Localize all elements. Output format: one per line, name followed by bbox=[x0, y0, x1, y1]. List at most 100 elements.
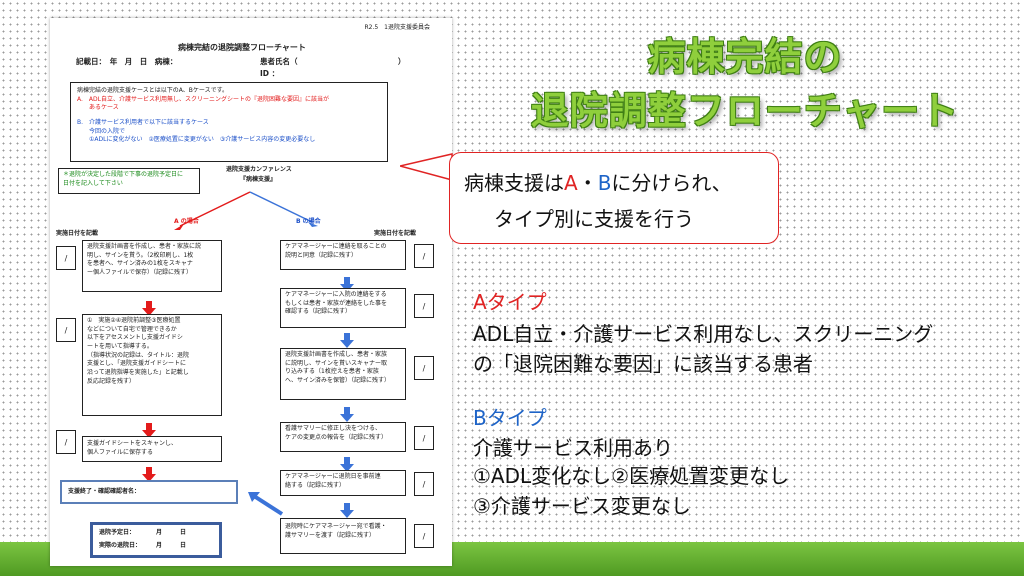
arrow-down-icon bbox=[340, 503, 354, 518]
case-b-label: B の場合 bbox=[296, 218, 321, 225]
callout-line2: タイプ別に支援を行う bbox=[494, 207, 694, 231]
a-step-2-line: ートを用いて指導する。 bbox=[87, 343, 153, 351]
a-step-2-line: 沿って退院指導を実施した」と記載し bbox=[87, 369, 189, 377]
branch-arrows bbox=[174, 191, 318, 230]
type-b-heading: Bタイプ bbox=[473, 406, 547, 430]
impl-date-label-right: 実施日付を記載 bbox=[374, 230, 417, 237]
intro-text: 病棟完結の退院支援ケースとは以下のA、Bケースです。 bbox=[77, 87, 229, 94]
a-step-1-line: 明し、サインを貰う。（2枚印刷し、1枚 bbox=[87, 251, 194, 259]
checkbox-a2[interactable]: / bbox=[56, 318, 76, 342]
slide-title-line1: 病棟完結の bbox=[647, 35, 843, 79]
a-step-3-line: 支援ガイドシートをスキャンし、 bbox=[87, 440, 178, 447]
callout-text: 病棟支援は bbox=[464, 171, 564, 195]
a-step-2-line: などについて自宅で管理できるか bbox=[87, 325, 177, 333]
arrow-left-up-icon bbox=[248, 492, 284, 516]
type-b-line3: ③介護サービス変更なし bbox=[473, 494, 691, 518]
b-step-3: 退院支援計画書を作成し、患者・家族 に説明し、サインを貰いスキャナー取 り込みす… bbox=[280, 348, 406, 400]
case-b-text-3: ①ADLに変化がない ②医療処置に変更がない ③介護サービス内容の変更必要なし bbox=[89, 136, 316, 144]
callout-text: に分けられ、 bbox=[611, 171, 732, 195]
a-step-1: 退院支援計画書を作成し、患者・家族に説 明し、サインを貰う。（2枚印刷し、1枚 … bbox=[82, 240, 222, 292]
b-step-4-line: ケアの変更点の報告を（記録に残す） bbox=[285, 433, 388, 441]
type-b-line1: 介護サービス利用あり bbox=[473, 436, 673, 460]
a-step-1-line: 退院支援計画書を作成し、患者・家族に説 bbox=[87, 243, 202, 250]
arrow-down-icon bbox=[340, 407, 354, 422]
arrow-down-icon bbox=[142, 423, 156, 438]
case-a-label: A の場合 bbox=[174, 218, 199, 225]
green-note-2: 日付を記入して下さい bbox=[63, 179, 123, 187]
type-a-line2: の「退院困難な要因」に該当する患者 bbox=[473, 352, 813, 376]
a-step-2: ① 実施②④退院前調整③医療処置 などについて自宅で管理できるか 以下をアセスメ… bbox=[82, 314, 222, 416]
green-note-box: ＊退院が決定した段階で下事の退院予定日に 日付を記入して下さい bbox=[58, 168, 200, 194]
callout-b: B bbox=[597, 171, 612, 195]
b-step-3-line: 退院支援計画書を作成し、患者・家族 bbox=[285, 351, 388, 358]
doc-date-label: 記載日： 年 月 日 病棟： bbox=[76, 57, 178, 66]
checkbox-b3[interactable]: / bbox=[414, 356, 434, 380]
b-step-4: 看護サマリーに修正し決をつける、 ケアの変更点の報告を（記録に残す） bbox=[280, 422, 406, 452]
a-step-3-line: 個人ファイルに保存する bbox=[87, 448, 154, 456]
doc-title: 病棟完結の退院調整フローチャート bbox=[178, 43, 306, 52]
type-a-line1: ADL自立・介護サービス利用なし、スクリーニング bbox=[473, 322, 934, 346]
checkbox-b2[interactable]: / bbox=[414, 294, 434, 318]
callout-dot: ・ bbox=[577, 171, 598, 195]
b-step-6: 退院時にケアマネージャー宛で看護・ 護サマリーを渡す（記録に残す） bbox=[280, 518, 406, 554]
impl-date-label-left: 実施日付を記載 bbox=[56, 230, 99, 237]
doc-header-right: R2.5 1退院支援委員会 bbox=[364, 24, 430, 31]
type-a-heading: Aタイプ bbox=[473, 290, 547, 314]
checkbox-b6[interactable]: / bbox=[414, 524, 434, 548]
doc-patient-close: ） bbox=[398, 57, 406, 66]
a-step-2-line: 以下をアセスメントし支援ガイドシ bbox=[87, 334, 183, 342]
doc-id-label: ID ： bbox=[260, 69, 280, 78]
support-end-box: 支援終了・確認確認者名： bbox=[60, 480, 238, 504]
doc-patient-label: 患者氏名（ bbox=[260, 57, 298, 66]
flowchart-document: R2.5 1退院支援委員会 病棟完結の退院調整フローチャート 記載日： 年 月 … bbox=[50, 18, 452, 566]
arrow-down-icon bbox=[142, 301, 156, 316]
slide-title-line2: 退院調整フローチャート bbox=[530, 89, 960, 133]
discharge-date-box: 退院予定日： 月 日 実際の退院日： 月 日 bbox=[90, 522, 222, 558]
b-step-6-line: 退院時にケアマネージャー宛で看護・ bbox=[285, 523, 387, 530]
callout-a: A bbox=[564, 171, 578, 195]
checkbox-a3[interactable]: / bbox=[56, 430, 76, 454]
b-step-2-line: もしくは患者・家族が連絡をした事を bbox=[285, 299, 388, 307]
b-step-1-line: 説明と同意（記録に残す） bbox=[285, 251, 358, 259]
arrow-down-icon bbox=[340, 333, 354, 348]
a-step-3: 支援ガイドシートをスキャンし、 個人ファイルに保存する bbox=[82, 436, 222, 462]
checkbox-b1[interactable]: / bbox=[414, 244, 434, 268]
green-note-1: ＊退院が決定した段階で下事の退院予定日に bbox=[63, 171, 184, 178]
b-step-2-line: 確認する（記録に残す） bbox=[285, 308, 352, 316]
b-step-6-line: 護サマリーを渡す（記録に残す） bbox=[285, 531, 376, 539]
arrow-down-icon bbox=[142, 467, 156, 482]
a-step-2-line: 反応記録を残す） bbox=[87, 377, 136, 385]
arrow-down-icon bbox=[340, 457, 354, 472]
checkbox-b5[interactable]: / bbox=[414, 472, 434, 496]
b-step-1-line: ケアマネージャーに連絡を取ることの bbox=[285, 243, 387, 250]
a-step-1-line: を患者へ、サイン済みの1枚をスキャナ bbox=[87, 260, 193, 268]
case-a-text-1: A. ADL自立、介護サービス利用無し、スクリーニングシートの『退院困難な要因』… bbox=[77, 95, 329, 103]
conference-title: 退院支援カンファレンス bbox=[226, 166, 292, 173]
b-step-1: ケアマネージャーに連絡を取ることの 説明と同意（記録に残す） bbox=[280, 240, 406, 270]
b-step-3-line: り込みする（1枚控えを患者・家族 bbox=[285, 368, 379, 376]
b-step-5: ケアマネージャーに退院日を事前連 絡する（記録に残す） bbox=[280, 470, 406, 496]
a-step-1-line: ー個人ファイルで保存）（記録に残す） bbox=[87, 269, 193, 277]
b-step-4-line: 看護サマリーに修正し決をつける、 bbox=[285, 425, 382, 432]
discharge-actual: 実際の退院日： 月 日 bbox=[99, 541, 187, 549]
b-step-5-line: ケアマネージャーに退院日を事前連 bbox=[285, 473, 381, 480]
type-b-line2: ①ADL変化なし②医療処置変更なし bbox=[473, 464, 790, 488]
checkbox-a1[interactable]: / bbox=[56, 246, 76, 270]
case-b-text-2: 今回の入院で bbox=[89, 127, 126, 135]
discharge-plan: 退院予定日： 月 日 bbox=[99, 529, 187, 536]
case-definition-box: 病棟完結の退院支援ケースとは以下のA、Bケースです。 A. ADL自立、介護サー… bbox=[70, 82, 388, 162]
conference-subtitle: 『病棟支援』 bbox=[240, 176, 277, 183]
case-b-text-1: B. 介護サービス利用者で以下に該当するケース bbox=[77, 119, 209, 127]
callout-line1: 病棟支援はA・Bに分けられ、 bbox=[464, 167, 732, 196]
callout-box: 病棟支援はA・Bに分けられ、 タイプ別に支援を行う bbox=[449, 152, 779, 244]
b-step-3-line: に説明し、サインを貰いスキャナー取 bbox=[285, 359, 388, 367]
a-step-2-line: 支援とし、「退院支援ガイドシートに bbox=[87, 360, 187, 368]
a-step-2-line: ① 実施②④退院前調整③医療処置 bbox=[87, 317, 181, 324]
a-step-2-line: （指導状況の記録は、タイトル：退院 bbox=[87, 351, 190, 359]
checkbox-b4[interactable]: / bbox=[414, 426, 434, 450]
b-step-5-line: 絡する（記録に残す） bbox=[285, 481, 346, 489]
b-step-2-line: ケアマネージャーに入院の連絡をする bbox=[285, 291, 387, 298]
case-a-text-2: あるケース bbox=[89, 104, 119, 112]
b-step-3-line: へ、サイン済みを保管）（記録に残す） bbox=[285, 377, 391, 385]
b-step-2: ケアマネージャーに入院の連絡をする もしくは患者・家族が連絡をした事を 確認する… bbox=[280, 288, 406, 328]
